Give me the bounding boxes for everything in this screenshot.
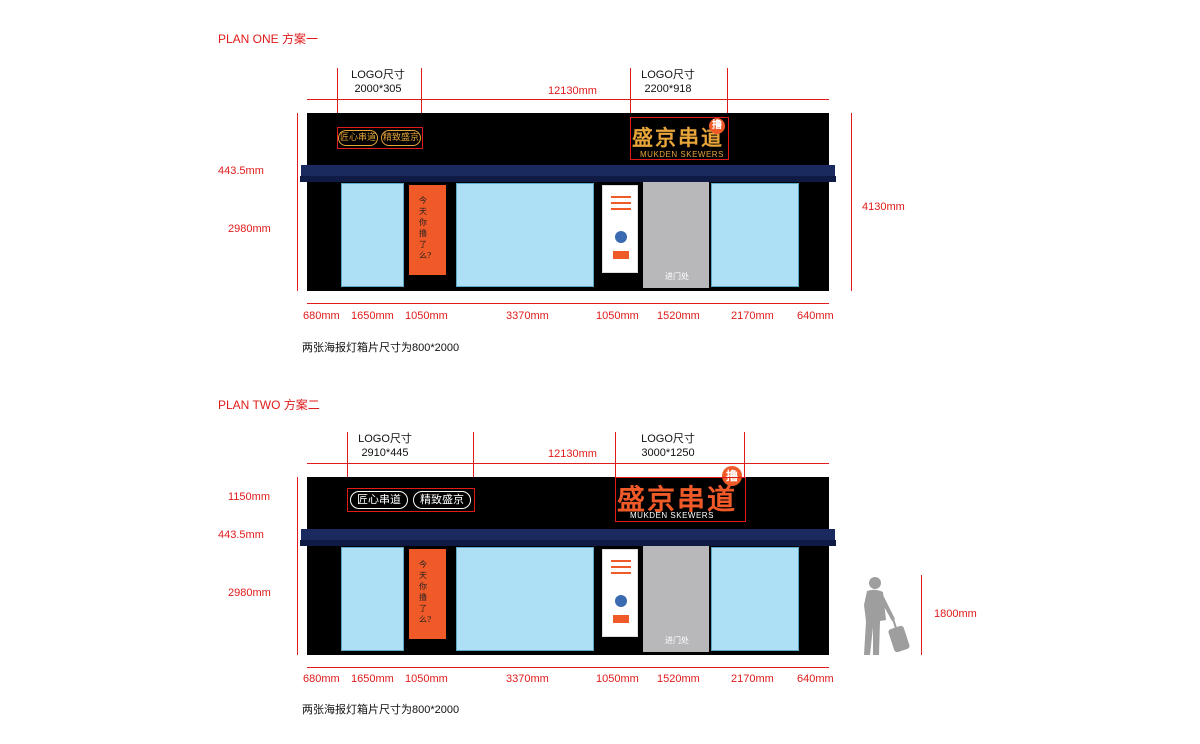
width-label: 1050mm (405, 310, 448, 322)
plan-one-awning-height: 443.5mm (218, 165, 264, 177)
dim-line (307, 667, 829, 668)
plan-two-brand-box (615, 477, 746, 522)
brand-badge: 撸 (709, 118, 725, 134)
width-label: 3370mm (506, 673, 549, 685)
plan-two-note: 两张海报灯箱片尺寸为800*2000 (302, 704, 460, 716)
logo-right-label-text: LOGO尺寸 (641, 69, 695, 81)
width-label: 640mm (797, 673, 834, 685)
window-pane (456, 547, 594, 651)
poster-orange: 今天你撸了么? (409, 549, 446, 639)
dim-line (921, 575, 922, 655)
logo-right-size-text: 3000*1250 (641, 447, 695, 459)
dim-line (297, 477, 298, 655)
plan-one-total-width: 12130mm (548, 85, 597, 97)
plan-one-note: 两张海报灯箱片尺寸为800*2000 (302, 342, 460, 354)
plan-one-awning (301, 165, 835, 179)
width-label: 1050mm (596, 673, 639, 685)
width-label: 2170mm (731, 310, 774, 322)
window-pane (456, 183, 594, 287)
door-label: 进门处 (665, 636, 689, 645)
logo-left-size-text: 2910*445 (361, 447, 409, 459)
window-pane (711, 183, 799, 287)
width-label: 2170mm (731, 673, 774, 685)
total-width-line (307, 99, 829, 100)
width-label: 3370mm (506, 310, 549, 322)
plan-two-awning-lip (300, 540, 836, 546)
plan-two-sign-height: 1150mm (228, 491, 270, 503)
plan-two-title: PLAN TWO 方案二 (218, 398, 320, 412)
poster-text: 今天你撸了么? (419, 560, 432, 624)
plan-one-slogan-box (337, 127, 423, 149)
window-pane (711, 547, 799, 651)
poster-white (602, 185, 638, 273)
plan-one-awning-lip (300, 176, 836, 182)
dim-line (307, 303, 829, 304)
poster-white (602, 549, 638, 637)
brand-badge: 撸 (722, 466, 742, 486)
logo-left-size-text: 2000*305 (354, 83, 402, 95)
plan-one-brand-logo: 盛京串道 (632, 125, 724, 150)
plan-two-slogan-box (347, 488, 475, 512)
dim-guide (421, 68, 422, 148)
plan-two-awning-height: 443.5mm (218, 529, 264, 541)
width-label: 640mm (797, 310, 834, 322)
plan-one-logo-right-label: LOGO尺寸 2200*918 (628, 68, 708, 96)
plan-one-door (643, 182, 709, 288)
dim-guide (473, 432, 474, 510)
slogan-right: 精致盛京 (413, 491, 471, 509)
dim-guide (615, 432, 616, 520)
logo-left-label-text: LOGO尺寸 (358, 433, 412, 445)
plan-two-logo-left-label: LOGO尺寸 2910*445 (345, 432, 425, 460)
slogan-left: 匠心串道 (350, 491, 408, 509)
plan-one-total-height: 4130mm (862, 201, 905, 213)
window-pane (341, 547, 404, 651)
width-label: 1650mm (351, 673, 394, 685)
width-label: 680mm (303, 673, 340, 685)
width-label: 1050mm (405, 673, 448, 685)
width-label: 680mm (303, 310, 340, 322)
person-with-suitcase-icon (864, 577, 910, 655)
plan-one-title: PLAN ONE 方案一 (218, 32, 319, 46)
slogan-left: 匠心串道 (338, 130, 378, 146)
total-width-line (307, 463, 829, 464)
dim-guide (337, 68, 338, 148)
plan-two-door (643, 546, 709, 652)
poster-orange: 今天你撸了么? (409, 185, 446, 275)
dim-line (297, 113, 298, 291)
plan-one-brand-box (630, 117, 729, 160)
plan-one-logo-left-label: LOGO尺寸 2000*305 (338, 68, 418, 96)
plan-two-awning (301, 529, 835, 543)
dim-guide (347, 432, 348, 510)
plan-two-total-width: 12130mm (548, 448, 597, 460)
dim-guide (744, 432, 745, 520)
poster-text: 今天你撸了么? (419, 196, 432, 260)
person-height: 1800mm (934, 608, 977, 620)
width-label: 1050mm (596, 310, 639, 322)
door-label: 进门处 (665, 272, 689, 281)
plan-two-logo-right-label: LOGO尺寸 3000*1250 (628, 432, 708, 460)
width-label: 1650mm (351, 310, 394, 322)
slogan-right: 精致盛京 (381, 130, 421, 146)
width-label: 1520mm (657, 673, 700, 685)
dim-line (851, 113, 852, 291)
logo-right-size-text: 2200*918 (644, 83, 692, 95)
plan-one-brand-sub: MUKDEN SKEWERS (640, 150, 724, 159)
plan-one-window-height: 2980mm (228, 223, 271, 235)
logo-left-label-text: LOGO尺寸 (351, 69, 405, 81)
plan-two-brand-logo: 盛京串道 (617, 483, 738, 516)
window-pane (341, 183, 404, 287)
plan-two-window-height: 2980mm (228, 587, 271, 599)
width-label: 1520mm (657, 310, 700, 322)
logo-right-label-text: LOGO尺寸 (641, 433, 695, 445)
plan-two-brand-sub: MUKDEN SKEWERS (630, 511, 714, 520)
